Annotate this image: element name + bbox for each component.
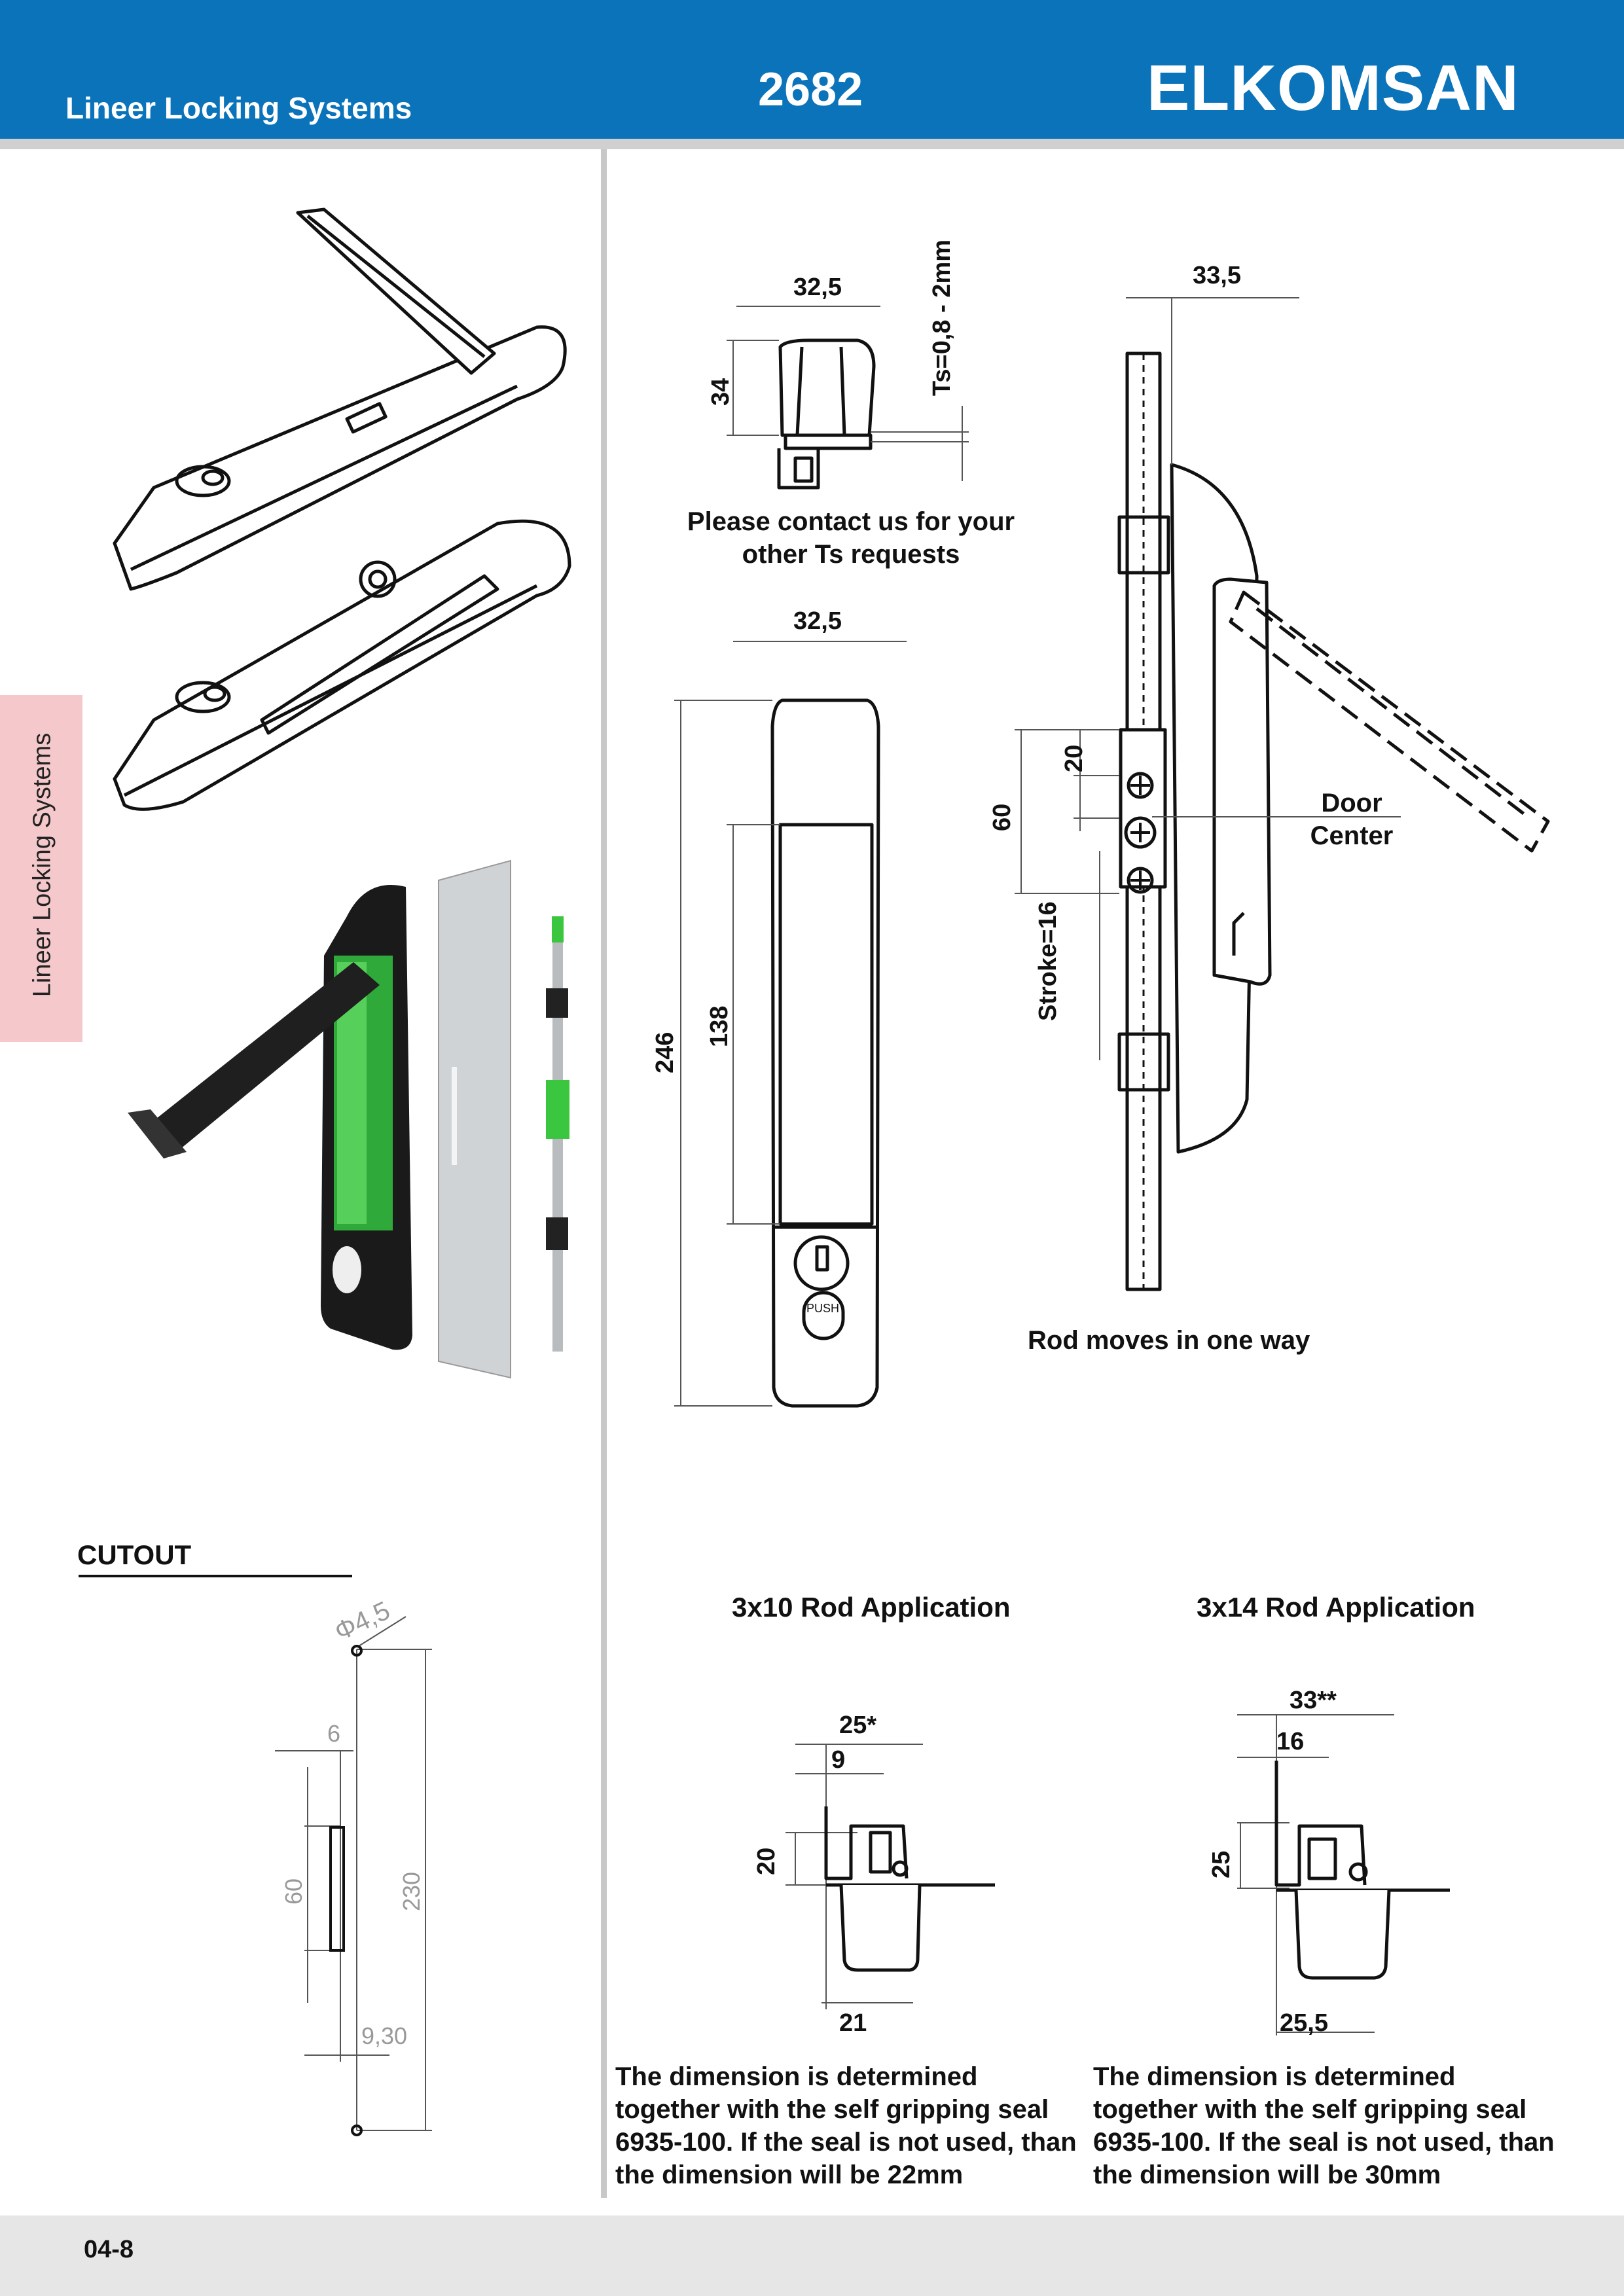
dim-top-height: 34 bbox=[707, 378, 734, 406]
dim-stroke: Stroke=16 bbox=[1034, 901, 1062, 1021]
rod-3x10-title: 3x10 Rod Application bbox=[732, 1592, 1011, 1623]
side-view-drawing bbox=[1117, 351, 1272, 1291]
contact-note: Please contact us for your other Ts requ… bbox=[687, 507, 1015, 569]
door-center-label: Door Center bbox=[1310, 789, 1394, 850]
rod-3x10-dim-height: 20 bbox=[753, 1847, 780, 1875]
svg-text:PUSH: PUSH bbox=[806, 1302, 839, 1315]
dim-front-width: 32,5 bbox=[793, 607, 842, 635]
brand-logo: ELKOMSAN bbox=[1147, 52, 1519, 124]
rod-3x10-note: The dimension is determined together wit… bbox=[615, 2062, 1077, 2189]
handle-iso-closed bbox=[113, 519, 571, 811]
rod-3x14-dim-inner: 16 bbox=[1276, 1728, 1305, 1755]
side-tab[interactable] bbox=[0, 695, 82, 1042]
rod-3x14-dim-height: 25 bbox=[1208, 1850, 1235, 1878]
rod-3x14-note: The dimension is determined together wit… bbox=[1093, 2062, 1555, 2189]
rod-3x10-dim-inner: 9 bbox=[831, 1746, 846, 1774]
cutout-slot-height: 60 bbox=[280, 1878, 307, 1905]
rod-3x14-dim-bottom: 25,5 bbox=[1280, 2009, 1328, 2037]
handle-render bbox=[128, 859, 569, 1379]
footer-bar bbox=[0, 2215, 1624, 2296]
dim-ts: Ts=0,8 - 2mm bbox=[928, 239, 956, 396]
front-handle-drawing: PUSH bbox=[770, 698, 880, 1408]
dim-side-width: 33,5 bbox=[1193, 262, 1241, 289]
header-bar bbox=[0, 0, 1624, 139]
page-number: 04-8 bbox=[84, 2236, 134, 2263]
dim-grip-height: 138 bbox=[706, 1005, 733, 1047]
handle-iso-open bbox=[113, 207, 567, 591]
dim-20: 20 bbox=[1060, 744, 1088, 772]
cutout-total-height: 230 bbox=[398, 1871, 425, 1911]
column-divider bbox=[601, 149, 607, 2198]
cutout-title: CUTOUT bbox=[77, 1539, 192, 1570]
rod-note: Rod moves in one way bbox=[1028, 1326, 1310, 1355]
rod-3x10-dim-bottom: 21 bbox=[839, 2009, 867, 2037]
rod-3x14-title: 3x14 Rod Application bbox=[1197, 1592, 1475, 1623]
open-handle-dashed bbox=[1229, 590, 1550, 853]
dim-60: 60 bbox=[988, 803, 1016, 831]
rod-application-drawings bbox=[824, 1761, 1450, 1980]
product-code: 2682 bbox=[758, 63, 863, 116]
dim-total-height: 246 bbox=[651, 1031, 679, 1073]
cutout-slot-width: 6 bbox=[327, 1720, 341, 1747]
dim-top-width: 32,5 bbox=[793, 274, 842, 301]
top-knob-drawing bbox=[777, 338, 876, 490]
rod-3x10-dim-top: 25* bbox=[839, 1712, 877, 1739]
header-divider bbox=[0, 139, 1624, 149]
rod-3x14-dim-top: 33** bbox=[1290, 1687, 1337, 1714]
cutout-offset: 9,30 bbox=[361, 2022, 408, 2049]
section-title: Lineer Locking Systems bbox=[65, 91, 412, 125]
